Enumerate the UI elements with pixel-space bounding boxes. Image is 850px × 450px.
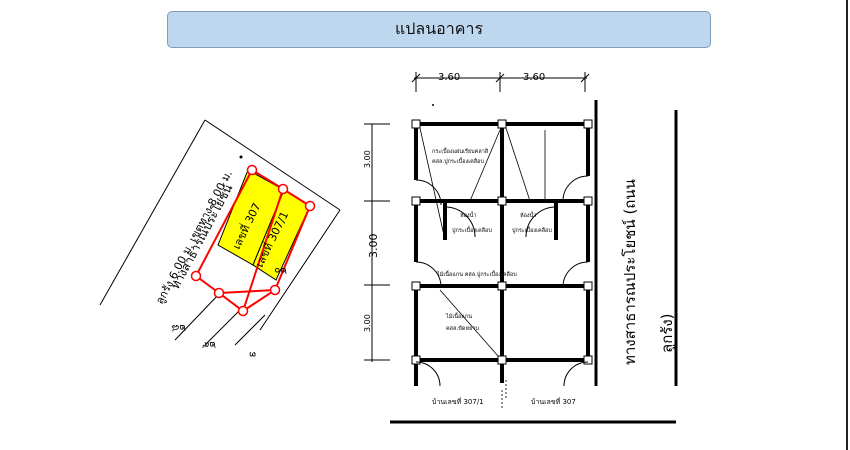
neighbor-label-1: ๒๐ [274,265,287,276]
road-label-2: ลูกรัง) [658,313,676,353]
bath-left-label-b: ปูกระเบื้องเคลือบ [452,226,492,234]
top-dimension: 3.60 3.60 [411,72,590,106]
neighbor-label-3: ๒๙ [202,339,216,350]
dim-left-1: 3.00 [363,150,372,168]
left-dimension: 3.00 3.00 3.00 [363,123,390,362]
dim-left-2: 3.00 [367,234,380,259]
bath-right-label-b: ปูกระเบื้องเคลือบ [512,226,552,234]
road-parcel-lines [99,119,341,346]
neighbor-label-2: ๒๘ [171,322,186,333]
bath-left-label-a: ห้องน้ำ [460,211,476,219]
room-low-label-b: คสล.ขัดหยาบ [446,325,479,332]
room-low-label-a: ไม้เนื้อแกน [445,312,472,320]
dim-top-left: 3.60 [438,72,460,83]
road-label-1: ทางสาธารณประโยชน์ (ถนน [621,179,639,365]
neighbor-label-4: ๓ [249,349,256,360]
unit-left-label: บ้านเลขที่ 307/1 [432,397,484,406]
page-title: แปลนอาคาร [167,11,711,48]
bath-right-label-a: ห้องน้ำ [520,211,536,219]
room-top-label-a: กระเบื้องแผ่นเรียบคลาสิ [432,147,489,155]
boundary-markers [190,164,316,317]
site-map: ทางสาธารณประโยชน์ ลูกรัง,6.00 ม. เขตทาง … [99,119,341,360]
floor-plan: 3.60 3.60 3.00 3.00 3.00 [363,72,678,424]
dim-top-right: 3.60 [523,72,545,83]
doors [415,175,589,387]
room-mid-label: ไม้เนื้อแกน คสล.ปูกระเบื้องเคลือบ [436,270,517,278]
unit-right-label: บ้านเลขที่ 307 [531,397,576,406]
columns [411,119,593,365]
guide-lines [419,127,546,410]
right-border-line [846,0,848,450]
road-border [390,100,678,424]
room-top-label-b: คสล.ปูกระเบื้องเคลือบ [432,157,484,165]
dim-left-3: 3.00 [363,314,372,332]
